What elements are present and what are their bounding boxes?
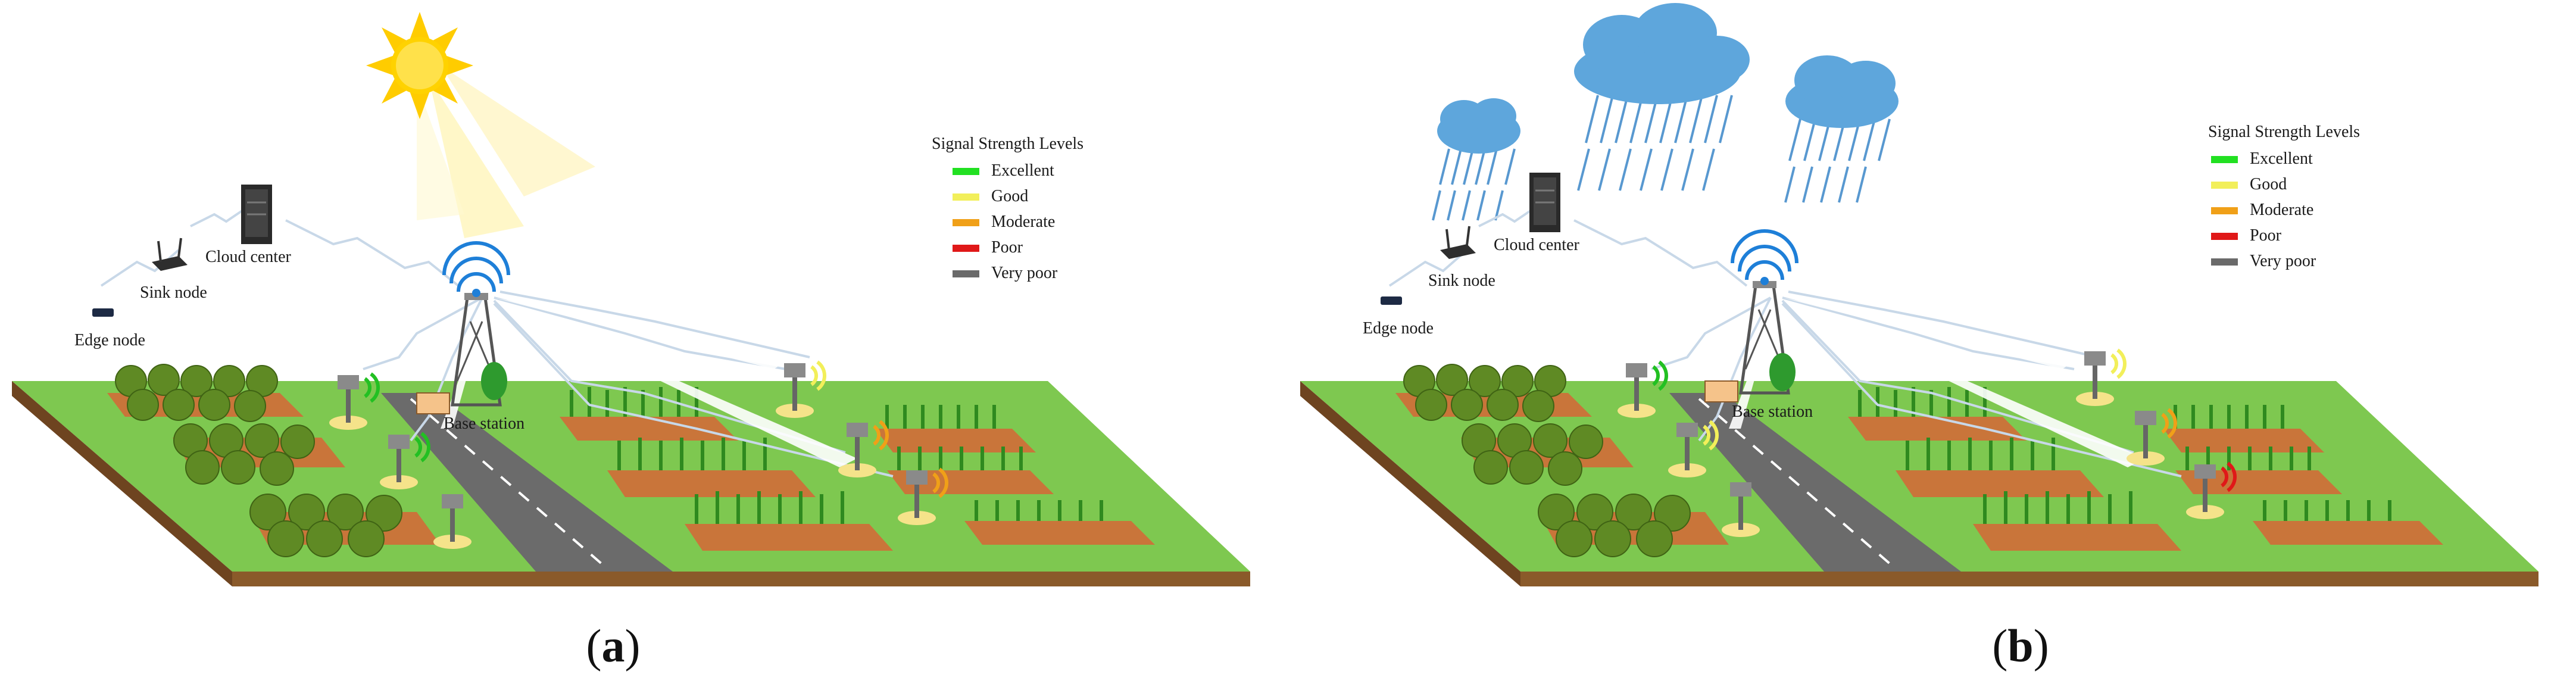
road [381,393,673,572]
legend-swatch-very-poor [2211,258,2238,266]
signal-strength-legend: Signal Strength Levels Excellent Good Mo… [2208,123,2360,270]
legend-label-moderate: Moderate [991,213,1055,231]
sensor-nodes [1618,348,2237,537]
panel-b-caption-letter: b [2007,620,2034,672]
legend-label-poor: Poor [991,238,1023,257]
cloud-server-icon [241,185,272,244]
cloud-center-label: Cloud center [205,248,292,266]
panel-b-caption: (b) [1992,620,2049,672]
edge-node-label: Edge node [1363,319,1434,338]
legend-swatch-moderate [953,219,979,226]
sink-node-label: Sink node [1428,271,1495,290]
sink-node-label: Sink node [140,283,207,302]
legend-swatch-excellent [953,168,979,175]
legend-swatch-poor [953,245,979,252]
rain-cloud-icon [1432,3,1899,221]
legend-label-excellent: Excellent [2250,149,2313,168]
orchard-plots [1395,364,1729,557]
edge-node-icon [1381,296,1402,305]
panel-a-caption-letter: a [601,620,625,672]
base-station-tower-icon [416,241,510,414]
legend-swatch-good [953,193,979,201]
edge-node-label: Edge node [74,331,145,349]
crop-plots [1848,387,2443,551]
legend-label-good: Good [2250,175,2287,193]
sink-node-router-icon [152,238,188,271]
sun-icon [366,12,595,238]
cloud-center-label: Cloud center [1494,236,1580,254]
panel-a: Cloud center Sink node Edge node Base st… [12,12,1250,672]
base-station-label: Base station [444,414,524,433]
panel-b: Cloud center Sink node Edge node Base st… [1288,0,2576,693]
panel-a-caption: (a) [586,620,641,672]
road [1669,393,1961,572]
signal-beams [1729,298,2146,467]
legend-label-good: Good [991,187,1028,205]
legend-swatch-poor [2211,233,2238,240]
panel-b-illustration: Cloud center Sink node Edge node Base st… [1300,3,2538,586]
sensor-nodes [329,360,948,549]
crop-plots [560,387,1155,551]
signal-links [100,204,894,477]
orchard-plots [107,364,441,557]
legend-title: Signal Strength Levels [932,135,1084,153]
sink-node-router-icon [1440,226,1476,259]
edge-node-icon [92,308,114,317]
legend-label-excellent: Excellent [991,161,1054,180]
legend-label-very-poor: Very poor [991,264,1058,282]
legend-label-moderate: Moderate [2250,201,2313,219]
base-station-tower-icon [1704,229,1798,402]
legend-title: Signal Strength Levels [2208,123,2360,141]
base-station-label: Base station [1732,402,1813,421]
panel-a-illustration: Cloud center Sink node Edge node Base st… [12,12,1250,586]
legend-label-very-poor: Very poor [2250,252,2316,270]
legend-swatch-very-poor [953,270,979,277]
legend-swatch-excellent [2211,156,2238,163]
cloud-server-icon [1529,173,1560,232]
legend-label-poor: Poor [2250,226,2282,245]
legend-swatch-good [2211,182,2238,189]
signal-strength-legend: Signal Strength Levels Excellent Good Mo… [932,135,1084,282]
legend-swatch-moderate [2211,207,2238,214]
